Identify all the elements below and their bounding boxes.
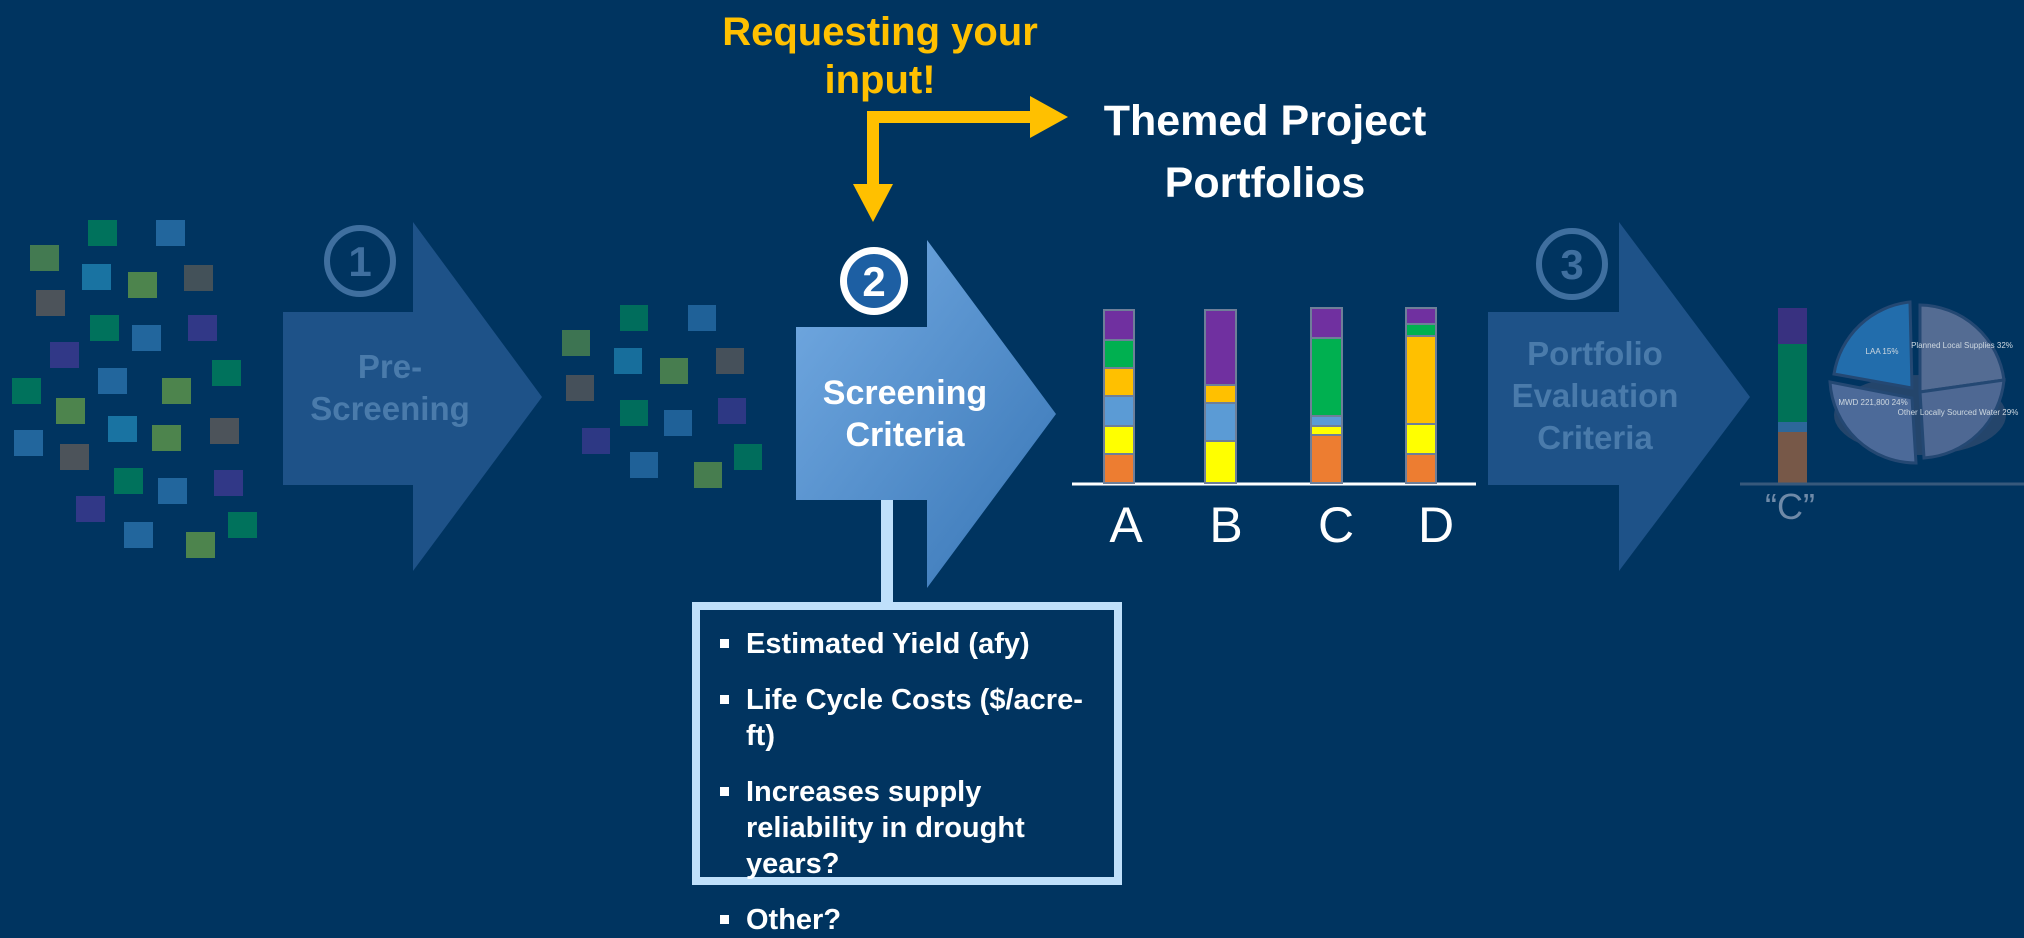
portfolio-bar-a bbox=[1103, 309, 1135, 484]
bullet-icon bbox=[720, 787, 729, 796]
pie-slice-laa bbox=[1832, 300, 1914, 390]
step-3-badge bbox=[1536, 228, 1608, 300]
criteria-item: Life Cycle Costs ($/acre-ft) bbox=[714, 682, 1104, 754]
step-1-number: 1 bbox=[348, 238, 371, 285]
pie-slice-other-local bbox=[1918, 378, 2006, 460]
diagram-canvas: 1 2 bbox=[12, 96, 2024, 604]
pie-label-mwd: MWD 221,800 24% bbox=[1838, 398, 1907, 407]
criteria-item-text: Other? bbox=[746, 904, 842, 936]
criteria-item: Increases supply reliability in drought … bbox=[714, 774, 1104, 882]
criteria-list: Estimated Yield (afy) Life Cycle Costs (… bbox=[700, 610, 1114, 938]
portfolio-letter-b: B bbox=[1209, 497, 1243, 553]
themed-portfolios-title: Themed Project Portfolios bbox=[1103, 97, 1427, 207]
bullet-icon bbox=[720, 695, 729, 704]
evaluated-portfolio-label: “C” bbox=[1765, 486, 1815, 527]
step-1-badge bbox=[324, 225, 396, 297]
criteria-item: Other? bbox=[714, 902, 1104, 938]
step-1-arrow: 1 bbox=[283, 222, 542, 571]
project-ideas-cluster-left bbox=[12, 220, 257, 558]
step-3-number: 3 bbox=[1560, 241, 1583, 288]
portfolio-bars bbox=[1072, 307, 1476, 486]
pie-slice-planned-local bbox=[1918, 303, 2006, 394]
portfolio-bar-d bbox=[1405, 307, 1437, 484]
pie-slice-mwd bbox=[1828, 380, 1918, 465]
project-ideas-cluster-middle bbox=[562, 305, 762, 488]
bullet-icon bbox=[720, 639, 729, 648]
pie-label-other: Other Locally Sourced Water 29% bbox=[1898, 408, 2019, 417]
screening-criteria-box: Estimated Yield (afy) Life Cycle Costs (… bbox=[692, 602, 1122, 936]
portfolio-letter-d: D bbox=[1417, 497, 1455, 553]
request-input-arrow bbox=[853, 96, 1068, 222]
criteria-item-text: Life Cycle Costs ($/acre-ft) bbox=[746, 684, 1083, 752]
requesting-input-callout: Requesting your input! bbox=[722, 10, 1038, 102]
step-2-number: 2 bbox=[862, 258, 885, 305]
bullet-icon bbox=[720, 915, 729, 924]
criteria-item-text: Increases supply reliability in drought … bbox=[746, 776, 1025, 880]
step-1-label: Pre-Screening bbox=[310, 348, 470, 427]
evaluated-portfolio bbox=[1740, 308, 2024, 486]
pie-label-laa: LAA 15% bbox=[1866, 347, 1899, 356]
step-2-label: Screening Criteria bbox=[822, 374, 988, 454]
criteria-item-text: Estimated Yield (afy) bbox=[746, 628, 1030, 660]
step-3-arrow: 3 bbox=[1488, 222, 1750, 571]
step-3-label: Portfolio Evaluation Criteria bbox=[1511, 335, 1679, 456]
pie-label-planned: Planned Local Supplies 32% bbox=[1911, 341, 2013, 350]
portfolio-bar-c bbox=[1310, 307, 1343, 484]
criteria-item: Estimated Yield (afy) bbox=[714, 626, 1104, 662]
supply-pie-chart: Planned Local Supplies 32% LAA 15% MWD 2… bbox=[1828, 300, 2019, 465]
portfolio-bar-b bbox=[1204, 309, 1237, 484]
portfolio-letter-a: A bbox=[1109, 497, 1143, 553]
portfolio-letter-c: C bbox=[1317, 497, 1355, 553]
step-2-arrow: 2 bbox=[796, 240, 1056, 604]
diagram: 1 2 bbox=[12, 10, 2024, 936]
connector-to-criteria bbox=[881, 500, 893, 604]
